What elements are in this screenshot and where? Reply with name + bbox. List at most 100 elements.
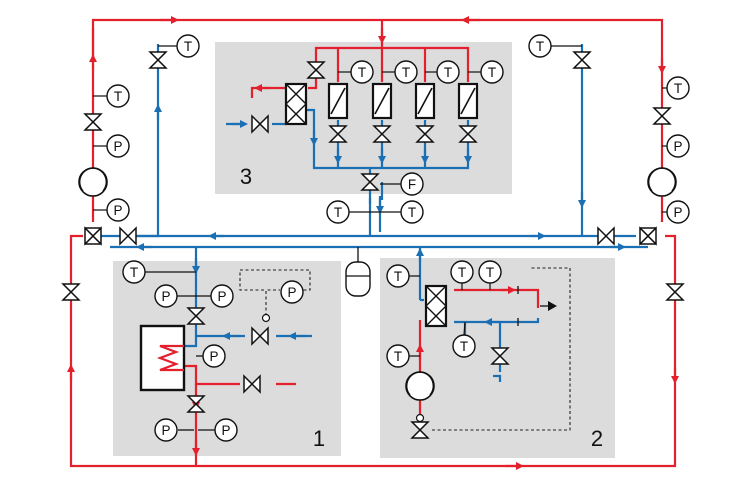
pressure-gauge-label: P xyxy=(161,423,170,438)
pump-icon xyxy=(405,371,435,401)
pressure-gauge: P xyxy=(210,284,234,308)
temperature-gauge: T xyxy=(326,200,350,224)
temperature-gauge: T xyxy=(478,260,502,284)
valve-icon xyxy=(186,307,206,325)
valve-group xyxy=(61,51,685,439)
valve-icon xyxy=(665,283,685,301)
valve-icon xyxy=(243,374,261,394)
plate-heat-exchanger-icon xyxy=(424,284,448,328)
temperature-gauge-label: T xyxy=(444,65,452,80)
gauge-lead xyxy=(463,321,466,336)
plate-heat-exchanger-icon xyxy=(284,82,308,126)
valve-icon xyxy=(372,125,392,143)
valve-icon xyxy=(490,347,510,365)
temperature-gauge: T xyxy=(122,260,146,284)
temperature-gauge-label: T xyxy=(114,89,122,104)
temperature-gauge-label: T xyxy=(394,269,402,284)
radiator-icon xyxy=(327,82,349,120)
temperature-gauge-label: T xyxy=(184,39,192,54)
temperature-gauge-label: T xyxy=(458,265,466,280)
valve-icon xyxy=(572,51,592,69)
temperature-gauge: T xyxy=(350,60,374,84)
valve-icon xyxy=(251,326,269,346)
valve-icon xyxy=(119,226,137,246)
pressure-gauge-label: P xyxy=(221,423,230,438)
temperature-gauge: T xyxy=(400,200,424,224)
valve-icon xyxy=(83,113,103,131)
pressure-gauge: P xyxy=(202,344,226,368)
pressure-gauge-label: P xyxy=(287,285,296,300)
temperature-gauge-label: T xyxy=(486,265,494,280)
temperature-gauge: T xyxy=(394,60,418,84)
flow-gauge-label: F xyxy=(408,177,416,192)
temperature-gauge: T xyxy=(386,264,410,288)
zone-label-3: 3 xyxy=(240,164,252,189)
pump-icon xyxy=(647,167,677,197)
pressure-gauge: P xyxy=(666,200,690,224)
pressure-gauge: P xyxy=(106,134,130,158)
temperature-gauge: T xyxy=(452,334,476,358)
flow-gauge: F xyxy=(400,172,424,196)
valve-icon xyxy=(597,226,615,246)
actuator-icon xyxy=(415,413,425,423)
pressure-gauge: P xyxy=(154,284,178,308)
temperature-gauge-label: T xyxy=(358,65,366,80)
pressure-gauge: P xyxy=(214,418,238,442)
heat-exchanger-group xyxy=(284,82,479,328)
temperature-gauge: T xyxy=(176,34,200,58)
temperature-gauge-label: T xyxy=(334,205,342,220)
actuator-icon xyxy=(261,313,271,323)
temperature-gauge: T xyxy=(106,84,130,108)
three-way-valve-icon xyxy=(84,226,102,246)
valve-icon xyxy=(458,125,478,143)
temperature-gauge: T xyxy=(666,76,690,100)
valve-icon xyxy=(328,125,348,143)
radiator-icon xyxy=(457,82,479,120)
pressure-gauge: P xyxy=(154,418,178,442)
pressure-gauge: P xyxy=(106,198,130,222)
temperature-gauge-label: T xyxy=(488,65,496,80)
zone-3-piping xyxy=(226,20,472,236)
temperature-gauge: T xyxy=(450,260,474,284)
valve-icon xyxy=(186,395,206,413)
pressure-gauge-label: P xyxy=(113,203,122,218)
heater-unit xyxy=(139,324,186,392)
pressure-gauge-label: P xyxy=(161,289,170,304)
valve-icon xyxy=(61,283,81,301)
temperature-gauge: T xyxy=(528,34,552,58)
valve-icon xyxy=(415,125,435,143)
temperature-gauge-label: T xyxy=(408,205,416,220)
pressure-gauge-label: P xyxy=(673,139,682,154)
valve-icon xyxy=(251,114,269,134)
pump-group xyxy=(78,167,677,401)
three-way-valve-icon xyxy=(639,226,657,246)
pressure-gauge-label: P xyxy=(113,139,122,154)
zone-label-1: 1 xyxy=(313,426,325,451)
cold-return-line xyxy=(100,44,648,251)
temperature-gauge-label: T xyxy=(130,265,138,280)
temperature-gauge-label: T xyxy=(536,39,544,54)
temperature-gauge: T xyxy=(436,60,460,84)
temperature-gauge-label: T xyxy=(394,349,402,364)
valve-icon xyxy=(652,107,672,125)
zone-label-2: 2 xyxy=(591,426,603,451)
radiator-icon xyxy=(414,82,436,120)
valve-icon xyxy=(306,61,326,79)
pressure-gauge: P xyxy=(666,134,690,158)
valve-icon xyxy=(410,421,430,439)
radiator-icon xyxy=(371,82,393,120)
temperature-gauge: T xyxy=(386,344,410,368)
pressure-gauge-label: P xyxy=(217,289,226,304)
valve-icon xyxy=(360,173,380,191)
pressure-gauge: P xyxy=(280,280,304,304)
expansion-vessel xyxy=(345,247,371,297)
temperature-gauge-label: T xyxy=(402,65,410,80)
pressure-gauge-label: P xyxy=(673,205,682,220)
temperature-gauge: T xyxy=(480,60,504,84)
valve-icon xyxy=(148,51,168,69)
pressure-gauge-label: P xyxy=(209,349,218,364)
temperature-gauge-label: T xyxy=(460,339,468,354)
